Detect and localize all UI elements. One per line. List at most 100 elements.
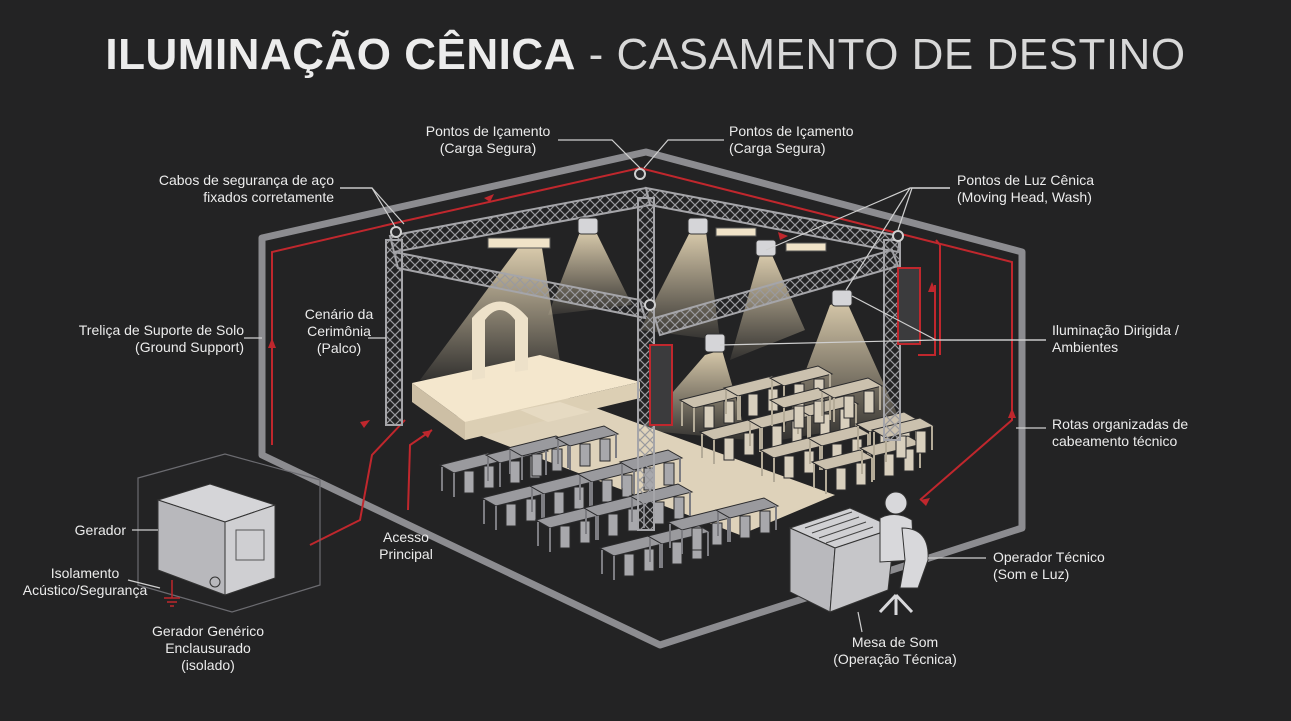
- operator-line2: (Som e Luz): [993, 566, 1070, 582]
- ground-support-line2: (Ground Support): [135, 339, 244, 355]
- generic-generator-line3: (isolado): [181, 657, 235, 673]
- wash-bar-2: [715, 227, 757, 237]
- generator-text: Gerador: [74, 522, 126, 538]
- table: [818, 377, 884, 399]
- directed-lighting-line1: Iluminação Dirigida /: [1052, 322, 1179, 338]
- table-legs: [813, 458, 873, 494]
- chair: [621, 474, 633, 498]
- label-generic-generator: Gerador Genérico Enclausurado (isolado): [130, 623, 286, 674]
- chair: [747, 393, 759, 417]
- sound-desk: [788, 491, 929, 615]
- truss-structure: [385, 168, 904, 531]
- stage-lights-line2: (Moving Head, Wash): [957, 189, 1092, 205]
- isolation-line1: Isolamento: [50, 565, 120, 581]
- label-main-access: Acesso Principal: [356, 529, 456, 563]
- chair: [703, 405, 715, 429]
- chair: [691, 527, 703, 551]
- chair: [509, 460, 521, 484]
- table-legs: [509, 444, 569, 480]
- chair: [793, 405, 805, 429]
- chair: [723, 400, 735, 424]
- wash-bar-3: [785, 242, 827, 252]
- label-generator: Gerador: [50, 522, 126, 539]
- chair: [759, 510, 771, 534]
- table-legs: [483, 494, 543, 530]
- title-light: CASAMENTO DE DESTINO: [616, 30, 1186, 79]
- table-legs: [621, 458, 681, 494]
- table-legs: [649, 532, 709, 568]
- operator-line1: Operador Técnico: [993, 549, 1105, 565]
- chair: [915, 430, 927, 454]
- stage-lights-line1: Pontos de Luz Cênica: [957, 172, 1094, 188]
- hoist-right-line1: Pontos de Içamento: [729, 123, 854, 139]
- scenario-line3: (Palco): [316, 340, 362, 356]
- sound-desk-line2: (Operação Técnica): [833, 651, 957, 667]
- table-legs: [531, 482, 591, 518]
- chair: [653, 501, 665, 525]
- label-hoist-right: Pontos de Içamento (Carga Segura): [729, 123, 889, 157]
- label-sound-desk: Mesa de Som (Operação Técnica): [810, 634, 980, 668]
- label-ground-support: Treliça de Suporte de Solo (Ground Suppo…: [40, 322, 244, 356]
- table: [768, 365, 834, 387]
- table: [794, 395, 860, 417]
- table-legs: [681, 396, 741, 432]
- generator: [137, 453, 321, 613]
- directed-lighting-line2: Ambientes: [1052, 339, 1119, 355]
- chair: [883, 453, 895, 477]
- safety-cables-line1: Cabos de segurança de aço: [158, 172, 334, 188]
- chair: [623, 553, 635, 577]
- chair: [739, 515, 751, 539]
- chair: [903, 448, 915, 472]
- chair: [813, 400, 825, 424]
- generic-generator-line1: Gerador Genérico: [151, 623, 265, 639]
- hoist-left-line1: Pontos de Içamento: [425, 123, 551, 139]
- generic-generator-line2: Enclausurado: [165, 640, 251, 656]
- table-legs: [771, 396, 831, 432]
- chair: [505, 503, 517, 527]
- chair: [559, 525, 571, 549]
- leader-lines: [127, 139, 1046, 633]
- cable-routes-line1: Rotas organizadas de: [1052, 416, 1189, 432]
- chair: [607, 513, 619, 537]
- table-legs: [601, 544, 661, 580]
- title-separator: -: [575, 30, 617, 79]
- table-legs: [557, 434, 617, 470]
- safety-cables-line2: fixados corretamente: [203, 189, 334, 205]
- cable-routes-line2: cabeamento técnico: [1052, 433, 1178, 449]
- table-legs: [669, 518, 729, 554]
- table-legs: [717, 506, 777, 542]
- chair: [843, 395, 855, 419]
- label-safety-cables: Cabos de segurança de aço fixados corret…: [130, 172, 334, 206]
- ground-support-line1: Treliça de Suporte de Solo: [78, 322, 244, 338]
- chair: [783, 455, 795, 479]
- chair: [723, 437, 735, 461]
- speaker-left: [649, 344, 673, 426]
- wash-bar-1: [487, 237, 551, 249]
- sound-desk-line1: Mesa de Som: [851, 634, 939, 650]
- table-legs: [749, 416, 809, 452]
- fixtures: [487, 217, 921, 426]
- speaker-right: [897, 267, 921, 345]
- label-cable-routes: Rotas organizadas de cabeamento técnico: [1052, 416, 1242, 450]
- table: [554, 425, 620, 447]
- label-isolation: Isolamento Acústico/Segurança: [12, 565, 158, 599]
- chair: [601, 479, 613, 503]
- chair: [863, 390, 875, 414]
- table-legs: [821, 386, 881, 422]
- chair: [599, 438, 611, 462]
- chair: [579, 443, 591, 467]
- label-directed-lighting: Iluminação Dirigida / Ambientes: [1052, 322, 1232, 356]
- table-legs: [487, 451, 547, 487]
- main-access-line2: Principal: [379, 546, 433, 562]
- hoist-left-line2: (Carga Segura): [439, 140, 537, 156]
- table-legs: [873, 426, 933, 462]
- label-scenario: Cenário da Cerimônia (Palco): [290, 306, 388, 357]
- label-operator: Operador Técnico (Som e Luz): [993, 549, 1143, 583]
- chair: [673, 496, 685, 520]
- moving-head-icon: [577, 217, 853, 353]
- chair: [663, 462, 675, 486]
- hoist-right-line2: (Carga Segura): [729, 140, 826, 156]
- chair: [835, 467, 847, 491]
- isolation-line2: Acústico/Segurança: [22, 582, 148, 598]
- table-legs: [537, 516, 597, 552]
